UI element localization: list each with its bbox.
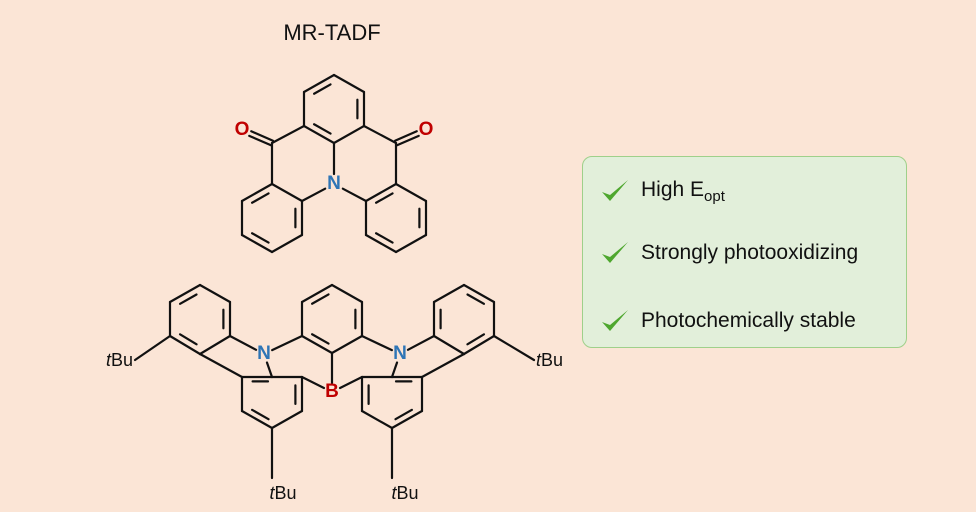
diagram-title: MR-TADF: [283, 20, 381, 45]
tbu-label: tBu: [106, 350, 133, 370]
bond: [133, 334, 172, 362]
bond: [432, 283, 466, 304]
bond: [248, 134, 273, 147]
bond: [492, 334, 536, 362]
bond: [250, 192, 270, 204]
bond: [240, 182, 274, 203]
check-icon: [602, 180, 628, 201]
bond: [394, 182, 428, 203]
bond: [198, 283, 232, 304]
bond: [178, 293, 198, 305]
bond: [300, 283, 334, 304]
tbu-label: tBu: [269, 483, 296, 503]
bond: [250, 232, 270, 244]
bond: [360, 334, 393, 352]
bond: [270, 409, 304, 430]
bond: [198, 352, 244, 379]
bond: [330, 283, 364, 304]
feature-label: High Eopt: [641, 177, 725, 205]
bond: [393, 130, 418, 142]
bond: [168, 334, 202, 356]
bond: [270, 124, 306, 145]
bond: [420, 352, 466, 379]
bond: [312, 83, 332, 95]
oxygen-atom: O: [419, 119, 434, 140]
check-icon: [602, 310, 628, 331]
bond: [374, 192, 394, 204]
bond: [394, 233, 428, 254]
bond: [240, 233, 274, 254]
boron-atom: B: [325, 381, 339, 402]
bond: [338, 375, 364, 390]
bond: [462, 334, 496, 356]
oxygen-atom: O: [235, 119, 250, 140]
bond: [300, 334, 334, 355]
bond: [302, 73, 336, 94]
bond: [360, 409, 394, 430]
bond: [390, 409, 424, 430]
bond: [265, 361, 274, 379]
bond: [332, 73, 366, 94]
bond: [228, 334, 258, 351]
feature-item: High Eopt: [599, 176, 725, 206]
feature-item: Strongly photooxidizing: [599, 238, 858, 268]
bond: [341, 187, 368, 203]
bond: [312, 123, 332, 135]
bond: [168, 283, 202, 304]
bond: [462, 283, 496, 304]
tbu-label: tBu: [536, 350, 563, 370]
bond: [466, 333, 486, 346]
bond: [364, 233, 398, 254]
bond: [302, 124, 336, 145]
tbu-label: tBu: [391, 483, 418, 503]
molecule-quinolinoacridinedione: N O O: [235, 73, 434, 254]
bond: [310, 293, 330, 305]
bond: [332, 124, 366, 145]
features-panel: High Eopt Strongly photooxidizing Photoc…: [582, 156, 907, 348]
bond: [390, 361, 399, 379]
bond: [250, 408, 270, 421]
bond: [406, 334, 436, 351]
bond: [250, 130, 275, 142]
feature-item: Photochemically stable: [599, 306, 856, 336]
bond: [310, 333, 330, 345]
bond: [178, 333, 198, 346]
feature-label: Photochemically stable: [641, 309, 856, 332]
bond: [364, 182, 398, 203]
nitrogen-atom: N: [327, 173, 341, 194]
bond: [270, 233, 304, 254]
bond: [394, 408, 414, 421]
bond: [240, 409, 274, 430]
bond: [270, 182, 304, 203]
bond: [271, 334, 304, 352]
nitrogen-atom: N: [257, 343, 271, 364]
bond: [432, 334, 466, 356]
bond: [395, 134, 420, 147]
bond: [300, 375, 326, 390]
bond: [198, 334, 232, 356]
bond: [362, 124, 398, 145]
bond: [374, 232, 394, 244]
bond: [300, 187, 327, 203]
check-icon: [602, 242, 628, 263]
nitrogen-atom: N: [393, 343, 407, 364]
feature-label: Strongly photooxidizing: [641, 241, 859, 264]
bond: [330, 334, 364, 355]
bond: [466, 293, 486, 305]
